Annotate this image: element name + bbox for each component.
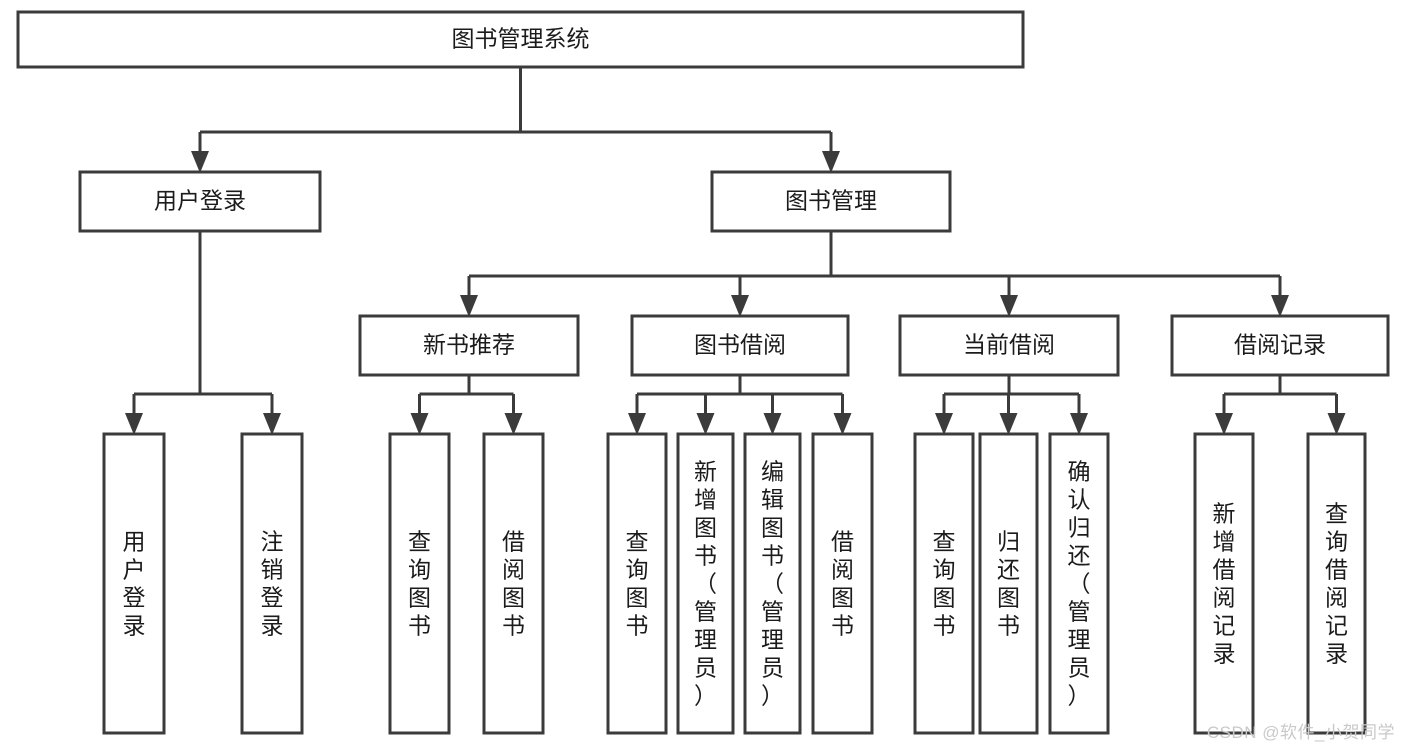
node-label: 查询图书 — [933, 528, 956, 638]
node-leaf-rec-query-book[interactable]: 查询图书 — [388, 432, 451, 735]
node-label: 新增借阅记录 — [1213, 500, 1236, 666]
node-label: 图书借阅 — [694, 332, 786, 358]
connector-layer — [125, 67, 1346, 435]
node-leaf-cur-query-book[interactable]: 查询图书 — [913, 432, 975, 735]
node-label: 借阅记录 — [1234, 332, 1326, 358]
node-book-borrow[interactable]: 图书借阅 — [630, 314, 850, 377]
arrow-head-icon — [125, 413, 143, 435]
arrow-head-icon — [628, 413, 646, 435]
arrow-head-icon — [1070, 413, 1088, 435]
node-box[interactable] — [743, 432, 802, 735]
node-leaf-add-record[interactable]: 新增借阅记录 — [1193, 432, 1255, 735]
node-leaf-return-book[interactable]: 归还图书 — [978, 432, 1039, 735]
arrow-head-icon — [763, 413, 782, 435]
node-label: 用户登录 — [123, 528, 146, 638]
node-user-login[interactable]: 用户登录 — [78, 170, 322, 233]
node-layer: 图书管理系统用户登录图书管理新书推荐图书借阅当前借阅借阅记录用户登录注销登录查询… — [16, 10, 1390, 735]
node-leaf-add-book-admin[interactable]: 新增图书（管理员） — [676, 432, 735, 735]
node-box[interactable] — [358, 314, 580, 377]
node-box[interactable] — [482, 432, 545, 735]
node-box[interactable] — [240, 432, 304, 735]
node-label: 图书管理系统 — [452, 26, 590, 52]
node-label: 查询图书 — [626, 528, 649, 638]
node-leaf-borrow-query-book[interactable]: 查询图书 — [606, 432, 668, 735]
arrow-head-icon — [263, 413, 281, 435]
node-label: 查询图书 — [408, 528, 431, 638]
arrow-head-icon — [999, 413, 1018, 435]
node-label: 借阅图书 — [831, 528, 854, 638]
node-box[interactable] — [1306, 432, 1367, 735]
arrow-head-icon — [504, 413, 523, 435]
node-new-book-rec[interactable]: 新书推荐 — [358, 314, 580, 377]
arrow-head-icon — [1271, 295, 1289, 317]
node-leaf-query-record[interactable]: 查询借阅记录 — [1306, 432, 1367, 735]
watermark-credit: CSDN @软件_小贺同学 — [1206, 723, 1395, 742]
arrow-head-icon — [833, 413, 852, 435]
arrow-head-icon — [1000, 295, 1018, 317]
node-leaf-confirm-return-admin[interactable]: 确认归还（管理员） — [1048, 432, 1110, 735]
node-book-manage[interactable]: 图书管理 — [710, 170, 952, 233]
node-label: 借阅图书 — [502, 528, 525, 638]
node-box[interactable] — [16, 10, 1025, 69]
node-box[interactable] — [898, 314, 1120, 377]
node-box[interactable] — [1193, 432, 1255, 735]
node-label: 图书管理 — [785, 188, 877, 214]
arrow-head-icon — [822, 151, 840, 173]
arrow-head-icon — [935, 413, 953, 435]
arrow-head-icon — [731, 295, 749, 317]
node-leaf-borrow-book[interactable]: 借阅图书 — [811, 432, 874, 735]
node-label: 用户登录 — [154, 188, 246, 214]
node-leaf-user-login[interactable]: 用户登录 — [102, 432, 166, 735]
node-label: 新增图书（管理员） — [694, 458, 717, 708]
node-label: 编辑图书（管理员） — [761, 458, 784, 708]
node-leaf-user-logout[interactable]: 注销登录 — [240, 432, 304, 735]
node-leaf-rec-borrow-book[interactable]: 借阅图书 — [482, 432, 545, 735]
node-label: 归还图书 — [997, 528, 1020, 638]
node-label: 新书推荐 — [423, 332, 515, 358]
arrow-head-icon — [1327, 413, 1346, 435]
node-box[interactable] — [630, 314, 850, 377]
node-box[interactable] — [676, 432, 735, 735]
node-box[interactable] — [1048, 432, 1110, 735]
arrow-head-icon — [460, 295, 478, 317]
node-box[interactable] — [1170, 314, 1390, 377]
arrow-head-icon — [410, 413, 429, 435]
node-box[interactable] — [710, 170, 952, 233]
node-label: 当前借阅 — [963, 332, 1055, 358]
node-box[interactable] — [913, 432, 975, 735]
node-leaf-edit-book-admin[interactable]: 编辑图书（管理员） — [743, 432, 802, 735]
node-root-system[interactable]: 图书管理系统 — [16, 10, 1025, 69]
node-box[interactable] — [78, 170, 322, 233]
node-borrow-record[interactable]: 借阅记录 — [1170, 314, 1390, 377]
node-label: 确认归还（管理员） — [1068, 458, 1091, 708]
node-box[interactable] — [606, 432, 668, 735]
node-box[interactable] — [102, 432, 166, 735]
node-label: 查询借阅记录 — [1325, 500, 1348, 666]
node-box[interactable] — [811, 432, 874, 735]
arrow-head-icon — [1215, 413, 1233, 435]
arrow-head-icon — [696, 413, 715, 435]
node-label: 注销登录 — [261, 528, 284, 638]
node-current-borrow[interactable]: 当前借阅 — [898, 314, 1120, 377]
node-box[interactable] — [388, 432, 451, 735]
node-box[interactable] — [978, 432, 1039, 735]
arrow-head-icon — [191, 151, 209, 173]
